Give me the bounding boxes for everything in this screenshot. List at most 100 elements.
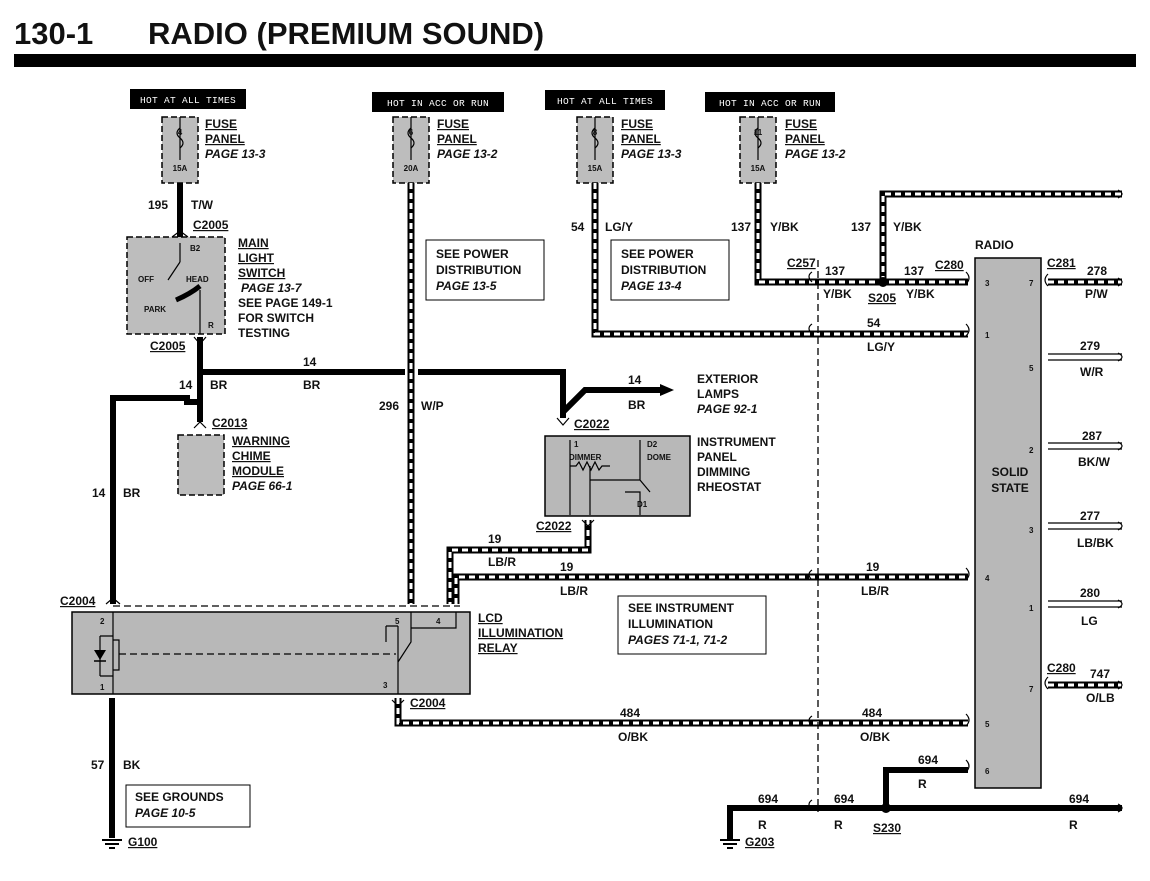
svg-text:3: 3: [985, 279, 990, 288]
supply-1-tag: HOT AT ALL TIMES: [140, 95, 236, 106]
svg-text:FUSE: FUSE: [621, 117, 653, 131]
lcd-illumination-relay: 2 1 5 4 3 LCD ILLUMINATION RELAY: [71, 611, 563, 695]
svg-text:RELAY: RELAY: [478, 641, 518, 655]
svg-text:O/BK: O/BK: [618, 730, 648, 744]
svg-text:LB/R: LB/R: [861, 584, 889, 598]
svg-text:R: R: [208, 321, 214, 330]
svg-text:279: 279: [1080, 339, 1100, 353]
svg-text:278: 278: [1087, 264, 1107, 278]
svg-text:PARK: PARK: [144, 305, 166, 314]
supply-4-tag: HOT IN ACC OR RUN: [719, 98, 821, 109]
radio-label: RADIO: [975, 238, 1014, 252]
wire-694-radio: [883, 767, 968, 808]
svg-text:195: 195: [148, 198, 168, 212]
svg-text:5: 5: [1029, 364, 1034, 373]
svg-text:1: 1: [100, 683, 105, 692]
svg-text:LB/R: LB/R: [560, 584, 588, 598]
wire-14-br-left: [110, 395, 200, 604]
svg-text:5: 5: [985, 720, 990, 729]
supply-4: HOT IN ACC OR RUN 11 15A FUSE PANEL PAGE…: [705, 92, 846, 184]
svg-text:D1: D1: [637, 500, 648, 509]
svg-text:PAGE 13-3: PAGE 13-3: [205, 147, 266, 161]
wire-484: [396, 698, 968, 725]
radio: RADIO SOLID STATE 3 1 4 5 6 7 5 2 3 1 7: [974, 238, 1042, 789]
svg-text:1: 1: [1029, 604, 1034, 613]
svg-text:5: 5: [395, 617, 400, 626]
svg-text:OFF: OFF: [138, 275, 154, 284]
svg-text:PAGE 13-2: PAGE 13-2: [785, 147, 846, 161]
svg-text:7: 7: [1029, 279, 1034, 288]
note-grounds: SEE GROUNDS PAGE 10-5: [125, 784, 251, 828]
svg-text:SOLID: SOLID: [992, 465, 1029, 479]
svg-text:O/LB: O/LB: [1086, 691, 1115, 705]
svg-text:SEE PAGE 149-1: SEE PAGE 149-1: [238, 296, 333, 310]
note-illumination: SEE INSTRUMENT ILLUMINATION PAGES 71-1, …: [617, 595, 767, 655]
svg-text:TESTING: TESTING: [238, 326, 290, 340]
supply-1: HOT AT ALL TIMES 4 15A FUSE PANEL PAGE 1…: [130, 89, 266, 184]
page-title: RADIO (PREMIUM SOUND): [148, 16, 544, 51]
svg-text:PAGE 13-5: PAGE 13-5: [436, 279, 497, 293]
svg-text:FUSE: FUSE: [205, 117, 237, 131]
note-power-13-5: SEE POWER DISTRIBUTION PAGE 13-5: [425, 239, 545, 301]
svg-text:C281: C281: [1047, 256, 1076, 270]
svg-text:PAGE 13-7: PAGE 13-7: [241, 281, 303, 295]
svg-text:INSTRUMENT: INSTRUMENT: [697, 435, 776, 449]
svg-text:SEE POWER: SEE POWER: [436, 247, 509, 261]
splice-s230: [881, 803, 891, 813]
supply-3: HOT AT ALL TIMES 8 15A FUSE PANEL PAGE 1…: [545, 90, 682, 184]
svg-text:R: R: [1069, 818, 1078, 832]
svg-text:RHEOSTAT: RHEOSTAT: [697, 480, 762, 494]
svg-text:C2005: C2005: [150, 339, 186, 353]
svg-text:FUSE: FUSE: [785, 117, 817, 131]
svg-text:PAGES 71-1, 71-2: PAGES 71-1, 71-2: [628, 633, 727, 647]
svg-text:694: 694: [758, 792, 778, 806]
svg-text:LG: LG: [1081, 614, 1098, 628]
supply-2: HOT IN ACC OR RUN 6 20A FUSE PANEL PAGE …: [372, 92, 504, 184]
svg-text:BR: BR: [303, 378, 321, 392]
svg-text:MODULE: MODULE: [232, 464, 284, 478]
svg-text:W/R: W/R: [1080, 365, 1104, 379]
svg-text:PAGE 13-2: PAGE 13-2: [437, 147, 498, 161]
wire-287: [1048, 442, 1122, 450]
svg-text:296: 296: [379, 399, 399, 413]
svg-text:19: 19: [560, 560, 574, 574]
svg-text:PAGE 13-3: PAGE 13-3: [621, 147, 682, 161]
wire-279: [1048, 353, 1122, 361]
svg-text:19: 19: [488, 532, 502, 546]
svg-text:EXTERIOR: EXTERIOR: [697, 372, 759, 386]
svg-text:137: 137: [851, 220, 871, 234]
svg-text:S230: S230: [873, 821, 901, 835]
svg-text:14: 14: [92, 486, 106, 500]
svg-text:57: 57: [91, 758, 105, 772]
svg-text:R: R: [918, 777, 927, 791]
svg-text:19: 19: [866, 560, 880, 574]
svg-text:14: 14: [179, 378, 193, 392]
svg-text:15A: 15A: [588, 164, 603, 173]
wire-54: [593, 183, 968, 336]
svg-text:LB/BK: LB/BK: [1077, 536, 1114, 550]
svg-text:20A: 20A: [404, 164, 419, 173]
svg-text:C280: C280: [935, 258, 964, 272]
svg-text:SEE POWER: SEE POWER: [621, 247, 694, 261]
supply-2-tag: HOT IN ACC OR RUN: [387, 98, 489, 109]
svg-text:LG/Y: LG/Y: [605, 220, 633, 234]
solid-wires: [109, 183, 1122, 840]
svg-text:CHIME: CHIME: [232, 449, 271, 463]
svg-text:MAIN: MAIN: [238, 236, 269, 250]
svg-text:3: 3: [1029, 526, 1034, 535]
svg-text:1: 1: [985, 331, 990, 340]
svg-text:G203: G203: [745, 835, 775, 849]
svg-text:4: 4: [178, 128, 183, 137]
main-light-switch: B2 OFF HEAD PARK R MAIN LIGHT SWITCH PAG…: [126, 236, 333, 340]
svg-text:C2005: C2005: [193, 218, 229, 232]
svg-text:SWITCH: SWITCH: [238, 266, 285, 280]
svg-text:14: 14: [303, 355, 317, 369]
svg-text:LIGHT: LIGHT: [238, 251, 275, 265]
svg-text:DIMMER: DIMMER: [569, 453, 602, 462]
svg-text:2: 2: [1029, 446, 1034, 455]
wire-14-br-exterior: [560, 387, 660, 415]
svg-text:O/BK: O/BK: [860, 730, 890, 744]
svg-text:1: 1: [574, 440, 579, 449]
svg-text:C2022: C2022: [536, 519, 572, 533]
